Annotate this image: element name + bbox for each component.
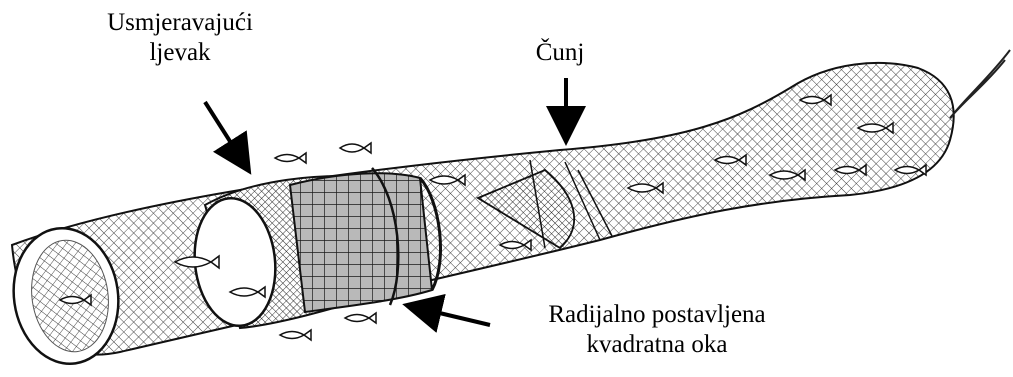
label-guiding-funnel: Usmjeravajući ljevak — [70, 8, 290, 68]
label-square-mesh: Radijalno postavljena kvadratna oka — [492, 300, 822, 360]
tow-rope — [950, 50, 1010, 118]
label-guiding-funnel-line1: Usmjeravajući — [70, 8, 290, 38]
fish — [345, 313, 376, 323]
arrow-to-funnel — [205, 102, 247, 168]
fish — [340, 143, 371, 153]
fish — [280, 330, 311, 340]
arrow-to-square-mesh — [410, 306, 490, 325]
label-square-mesh-line2: kvadratna oka — [492, 330, 822, 360]
label-cone: Čunj — [520, 38, 600, 68]
label-square-mesh-line1: Radijalno postavljena — [492, 300, 822, 330]
label-guiding-funnel-line2: ljevak — [70, 38, 290, 68]
square-mesh-panel — [290, 173, 432, 312]
fish — [275, 153, 306, 163]
label-cone-text: Čunj — [520, 38, 600, 68]
